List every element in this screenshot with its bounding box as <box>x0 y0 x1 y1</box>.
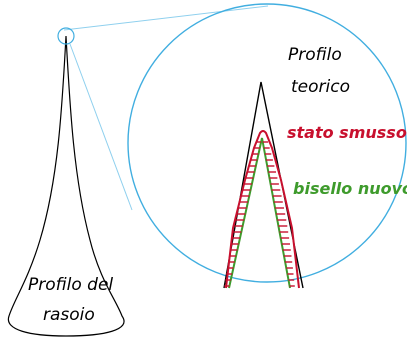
label-razor-line1: Profilo del <box>28 275 113 295</box>
label-theoretical-line1: Profilo <box>288 45 342 65</box>
razor-profile-outline <box>7 35 125 337</box>
label-dull-state: stato smusso <box>287 123 407 142</box>
label-theoretical-line2: teorico <box>291 77 350 97</box>
detail-circle-small <box>57 27 75 45</box>
dull-state-hatching <box>224 141 295 287</box>
dull-state-outline <box>225 130 300 289</box>
label-new-bevel: bisello nuovo <box>293 179 407 198</box>
connector-line-top <box>63 5 269 31</box>
magnified-view-circle <box>127 3 407 283</box>
connector-line-bottom <box>69 43 133 211</box>
label-razor-line2: rasoio <box>43 305 95 325</box>
